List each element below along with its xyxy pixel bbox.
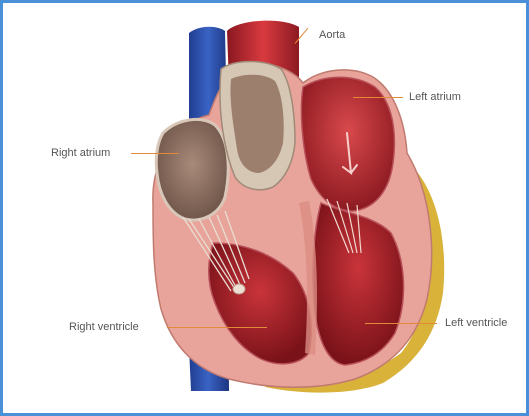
aorta-label: Aorta xyxy=(319,29,345,41)
right-atrium-cavity xyxy=(156,119,228,220)
right-ventricle-label: Right ventricle xyxy=(69,321,139,333)
right-atrium-label: Right atrium xyxy=(51,147,110,159)
papillary-muscle xyxy=(233,284,245,294)
left-atrium-leader-line xyxy=(353,97,403,98)
right-ventricle-leader-line xyxy=(167,327,267,328)
right-atrium-leader-line xyxy=(131,153,179,154)
left-atrium-label: Left atrium xyxy=(409,91,461,103)
heart-illustration xyxy=(3,3,529,416)
left-ventricle-leader-line xyxy=(365,323,437,324)
left-ventricle-label: Left ventricle xyxy=(445,317,507,329)
